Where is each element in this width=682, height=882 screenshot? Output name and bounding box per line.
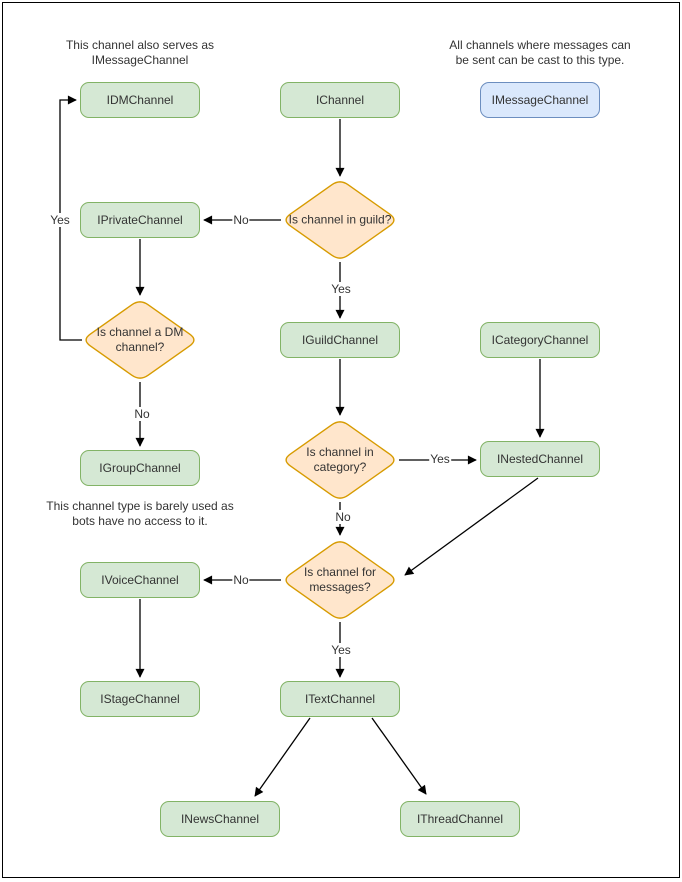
node-itextchannel: ITextChannel [280,681,400,717]
decision-shape-for-messages [285,541,395,619]
edge-label-no-messages: No [232,573,250,587]
note-idmchannel-serves-imessagechannel: This channel also serves as IMessageChan… [65,38,215,67]
decision-in-guild: Is channel in guild? [288,212,392,227]
node-idmchannel: IDMChannel [80,82,200,118]
node-ivoicechannel: IVoiceChannel [80,562,200,598]
decision-in-category: Is channel in category? [306,445,374,474]
edge-label-no-category: No [334,510,352,524]
node-ichannel: IChannel [280,82,400,118]
edge-itextchannel-to-ithreadchannel [371,717,427,795]
edge-inestedchannel-to-messages-decision [404,477,539,576]
edge-label-yes-guild: Yes [330,282,352,296]
node-istagechannel: IStageChannel [80,681,200,717]
edge-label-yes-dm-to-idm: Yes [49,213,71,227]
node-ithreadchannel: IThreadChannel [400,801,520,837]
node-iguildchannel: IGuildChannel [280,322,400,358]
node-icategorychannel: ICategoryChannel [480,322,600,358]
decision-is-dm: Is channel a DM channel? [96,325,184,354]
decision-shape-in-guild [285,181,395,259]
node-iprivatechannel: IPrivateChannel [80,202,200,238]
decision-shape-is-dm [85,301,195,379]
edge-label-no-dm: No [133,407,151,421]
note-imessagechannel-cast: All channels where messages can be sent … [449,38,631,67]
edge-label-yes-category: Yes [429,452,451,466]
node-inewschannel: INewsChannel [160,801,280,837]
node-igroupchannel: IGroupChannel [80,450,200,486]
node-imessagechannel: IMessageChannel [480,82,600,118]
edge-itextchannel-to-inewschannel [254,717,311,797]
node-inestedchannel: INestedChannel [480,441,600,477]
note-igroupchannel-barely-used: This channel type is barely used as bots… [46,499,234,528]
decision-for-messages: Is channel for messages? [303,565,377,594]
edge-label-yes-messages: Yes [330,643,352,657]
edge-label-no-guild: No [232,213,250,227]
decision-shape-in-category [285,421,395,499]
